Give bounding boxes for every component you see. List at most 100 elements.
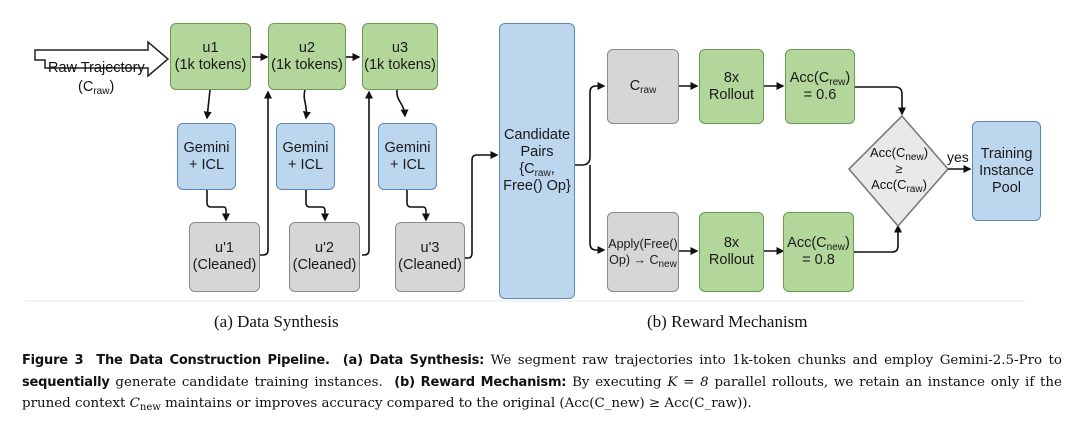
processor-line2: + ICL bbox=[287, 156, 324, 173]
decision-top: Acc(Cnew) bbox=[856, 145, 942, 163]
cleaned-name: u'3 bbox=[420, 240, 440, 256]
part-b-text2: parallel rollouts, we retain an instance… bbox=[22, 374, 1062, 412]
acc-raw-value: = 0.6 bbox=[803, 86, 837, 103]
part-a-text2: generate candidate training instances. bbox=[115, 374, 383, 390]
processor-line2: + ICL bbox=[188, 156, 225, 173]
arrow-cleaned3-candidate bbox=[465, 151, 499, 259]
gemini-icl-2: Gemini + ICL bbox=[276, 123, 335, 190]
decision-bottom-sub: raw bbox=[906, 184, 923, 195]
apply-sub: new bbox=[658, 259, 677, 270]
decision-top-prefix: Acc(C bbox=[869, 145, 906, 160]
part-a-text1: We segment raw trajectories into 1k-toke… bbox=[490, 353, 1062, 368]
arrow-acc-raw-decision bbox=[853, 86, 906, 116]
decision-operator: ≥ bbox=[895, 161, 903, 176]
chunk-name: u1 bbox=[202, 39, 219, 56]
raw-trajectory-sublabel: (Craw) bbox=[78, 79, 115, 97]
figure-title: The Data Construction Pipeline. bbox=[96, 353, 330, 368]
arrow-gemini2-cleaned2 bbox=[305, 190, 329, 222]
cleaned-u1: u'1 (Cleaned) bbox=[189, 222, 260, 292]
arrow-u1-gemini bbox=[203, 89, 212, 120]
subcaption-b: (b) Reward Mechanism bbox=[647, 312, 808, 331]
decision-text: Acc(Cnew) ≥ Acc(Craw) bbox=[856, 145, 942, 195]
apply-line2: Op) → Cnew bbox=[609, 252, 677, 270]
raw-trajectory-label: Raw Trajectory bbox=[48, 60, 145, 76]
candidate-line2: Pairs bbox=[520, 144, 554, 160]
craw-c: C bbox=[629, 78, 641, 94]
acc-suffix: ) bbox=[845, 69, 851, 86]
arrow-cleaned2-u3 bbox=[362, 90, 373, 256]
candidate-craw-suffix: , bbox=[550, 161, 555, 177]
cleaned-detail: (Cleaned) bbox=[398, 257, 462, 273]
pool-line2: Instance bbox=[979, 162, 1034, 179]
cnew-c: C bbox=[129, 396, 140, 411]
chunk-u3: u3 (1k tokens) bbox=[362, 23, 438, 90]
arrow-acc-new-decision bbox=[853, 224, 902, 253]
rollout-label: Rollout bbox=[708, 252, 755, 268]
candidate-craw-sub: raw bbox=[534, 168, 551, 179]
arrow-u2-gemini bbox=[302, 89, 311, 120]
cleaned-name: u'2 bbox=[315, 240, 334, 256]
acc-new-label: Acc(Cnew) bbox=[787, 235, 850, 253]
processor-line1: Gemini bbox=[183, 139, 230, 156]
acc-prefix: Acc(C bbox=[787, 235, 827, 251]
craw-prefix: (C bbox=[78, 79, 94, 95]
cleaned-detail: (Cleaned) bbox=[192, 257, 257, 273]
craw-label: Craw bbox=[629, 78, 657, 96]
processor-line1: Gemini bbox=[384, 139, 431, 156]
decision-bottom-prefix: Acc(C bbox=[871, 177, 907, 192]
arrow-candidate-craw bbox=[575, 82, 606, 166]
cleaned-u2: u'2 (Cleaned) bbox=[289, 222, 360, 292]
chunk-name: u2 bbox=[298, 39, 316, 56]
acc-suffix: ) bbox=[845, 235, 850, 251]
yes-label: yes bbox=[947, 149, 969, 165]
part-a-emphasis: sequentially bbox=[22, 374, 110, 390]
context-craw: Craw bbox=[607, 49, 679, 124]
cleaned-name: u'1 bbox=[215, 240, 234, 256]
processor-line1: Gemini bbox=[282, 139, 329, 156]
cleaned-u3: u'3 (Cleaned) bbox=[395, 222, 465, 292]
part-b-cnew: Cnew bbox=[129, 396, 161, 413]
decision-top-suffix: ) bbox=[923, 145, 929, 160]
part-b-k: K = 8 bbox=[667, 374, 709, 390]
candidate-line1: Candidate bbox=[503, 127, 571, 143]
arrow-candidate-apply bbox=[589, 165, 606, 254]
decision-bottom: Acc(Craw) bbox=[856, 177, 942, 195]
arrow-cleaned1-u2 bbox=[260, 90, 272, 256]
raw-trajectory-arrow bbox=[34, 40, 170, 78]
apply-prefix: Op) → C bbox=[609, 253, 659, 267]
cleaned-detail: (Cleaned) bbox=[292, 257, 357, 273]
figure-caption: Figure 3 The Data Construction Pipeline.… bbox=[22, 350, 1062, 415]
diagram-bottom-edge bbox=[25, 300, 1025, 302]
candidate-craw-prefix: {C bbox=[519, 161, 535, 177]
part-a-label: (a) Data Synthesis: bbox=[342, 353, 485, 368]
part-b-label: (b) Reward Mechanism: bbox=[394, 374, 567, 390]
decision-top-sub: new bbox=[905, 152, 924, 163]
acc-prefix: Acc(C bbox=[789, 69, 830, 86]
chunk-detail: (1k tokens) bbox=[174, 56, 247, 73]
apply-free-op: Apply(Free() Op) → Cnew bbox=[607, 212, 679, 292]
gemini-icl-3: Gemini + ICL bbox=[378, 123, 437, 190]
figure-label: Figure 3 bbox=[22, 353, 84, 368]
training-instance-pool: Training Instance Pool bbox=[972, 121, 1041, 221]
candidate-pairs: Candidate Pairs {Craw, Free() Op} bbox=[499, 23, 575, 299]
acc-new: Acc(Cnew) = 0.8 bbox=[783, 212, 854, 292]
arrow-u3-gemini bbox=[396, 89, 409, 118]
craw-suffix: ) bbox=[109, 79, 115, 95]
rollout-count: 8x bbox=[723, 69, 740, 86]
acc-raw-label: Acc(Crew) bbox=[789, 69, 851, 88]
decision-bottom-suffix: ) bbox=[922, 177, 927, 192]
apply-line1: Apply(Free() bbox=[608, 237, 678, 251]
subcaption-a: (a) Data Synthesis bbox=[214, 312, 339, 331]
craw-c-sub: raw bbox=[640, 85, 657, 96]
chunk-name: u3 bbox=[391, 39, 409, 56]
chunk-detail: (1k tokens) bbox=[364, 56, 436, 73]
rollout-count: 8x bbox=[723, 235, 740, 251]
acc-new-value: = 0.8 bbox=[802, 252, 835, 268]
rollout-new: 8x Rollout bbox=[699, 212, 764, 292]
acc-raw: Acc(Crew) = 0.6 bbox=[785, 49, 855, 124]
candidate-line4: Free() Op} bbox=[503, 178, 571, 194]
chunk-detail: (1k tokens) bbox=[271, 56, 343, 73]
chunk-u2: u2 (1k tokens) bbox=[268, 23, 346, 90]
processor-line2: + ICL bbox=[389, 156, 426, 173]
rollout-raw: 8x Rollout bbox=[699, 49, 764, 124]
